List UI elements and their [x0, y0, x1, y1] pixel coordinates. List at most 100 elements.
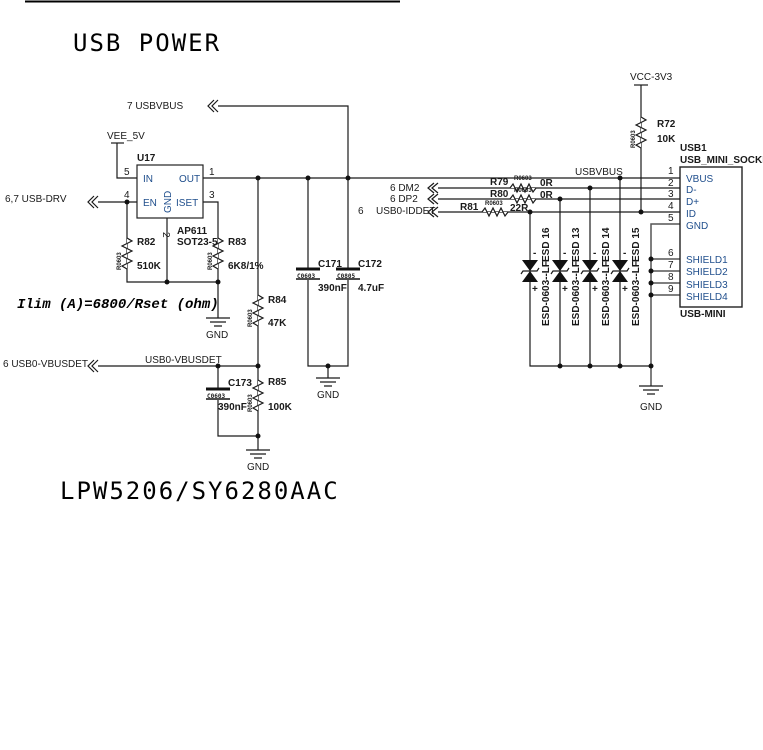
svg-text:R82: R82 [137, 237, 156, 248]
ground-icon [639, 385, 663, 395]
svg-text:4.7uF: 4.7uF [358, 283, 384, 294]
svg-text:R0603: R0603 [208, 252, 214, 270]
svg-text:SHIELD2: SHIELD2 [686, 267, 728, 278]
svg-text:390nF: 390nF [318, 283, 347, 294]
u17-ic: U17 IN OUT EN ISET GND 5 1 4 3 2 AP611 S… [124, 153, 218, 248]
offsheet-arrow-icon [207, 99, 219, 113]
pin-number: 3 [209, 190, 215, 201]
esd-diode-13: ESD 13 ESD-0603--LF - + [550, 227, 582, 326]
net-usb-drv: 6,7 USB-DRV [5, 194, 67, 205]
schematic-subtitle: LPW5206/SY6280AAC [60, 477, 340, 505]
net-vee-5v: VEE_5V [107, 131, 145, 142]
net-vcc-3v3: VCC-3V3 [630, 72, 673, 83]
pin-number: 2 [160, 232, 171, 238]
svg-text:+: + [532, 284, 538, 295]
gnd-label: GND [206, 330, 228, 341]
usb1-ref: USB1 [680, 143, 707, 154]
svg-text:C173: C173 [228, 378, 252, 389]
svg-text:ESD 15: ESD 15 [631, 227, 642, 262]
u17-part: AP611 [177, 226, 207, 237]
svg-text:SHIELD1: SHIELD1 [686, 255, 728, 266]
pin-gnd: GND [163, 191, 174, 213]
resistor-r79: R79 R0603 0R [490, 176, 554, 194]
gnd-label: GND [317, 390, 339, 401]
svg-text:7: 7 [668, 260, 674, 271]
pin-number: 1 [209, 167, 215, 178]
svg-text:-: - [593, 248, 596, 259]
svg-text:R83: R83 [228, 237, 247, 248]
ground-icon [316, 377, 340, 387]
svg-text:D+: D+ [686, 197, 699, 208]
svg-text:R0603: R0603 [248, 394, 254, 412]
svg-text:4: 4 [668, 201, 674, 212]
offsheet-arrow-icon [87, 195, 99, 209]
resistor-r85: R0603 R85 100K [248, 377, 293, 413]
svg-text:ESD 16: ESD 16 [541, 227, 552, 262]
resistor-r80: R80 R0603 0R [490, 188, 554, 205]
u17-package: SOT23-5 [177, 237, 218, 248]
junctions [124, 175, 654, 439]
svg-text:+: + [592, 284, 598, 295]
capacitor-c171: C171 C0603 390nF [296, 259, 347, 294]
u17-ref: U17 [137, 153, 156, 164]
net-usb0-vbusdet-port: 6 USB0-VBUSDET [3, 359, 88, 370]
pin-iset: ISET [176, 198, 198, 209]
resistor-r82: R0603 R82 510K [117, 237, 162, 272]
svg-text:R84: R84 [268, 295, 287, 306]
svg-text:ESD 14: ESD 14 [601, 227, 612, 262]
svg-text:-: - [563, 248, 566, 259]
svg-text:ID: ID [686, 209, 696, 220]
svg-text:R79: R79 [490, 177, 509, 188]
svg-text:1: 1 [668, 166, 674, 177]
svg-text:ESD 13: ESD 13 [571, 227, 582, 262]
gnd-label: GND [247, 462, 269, 473]
resistor-r81: R81 R0603 22R [460, 201, 529, 218]
current-limit-formula: Ilim (A)=6800/Rset (ohm) [17, 297, 219, 313]
svg-text:C0603: C0603 [297, 273, 315, 280]
esd-diode-14: ESD 14 ESD-0603--LF - + [580, 227, 612, 326]
svg-text:5: 5 [668, 213, 674, 224]
svg-text:6K8/1%: 6K8/1% [228, 261, 264, 272]
wires [98, 85, 680, 450]
svg-text:390nF: 390nF [218, 402, 247, 413]
capacitor-c173: C173 C0603 390nF [206, 378, 252, 413]
offsheet-arrow-icon [427, 182, 439, 194]
pin-number: 5 [124, 167, 130, 178]
svg-text:R85: R85 [268, 377, 287, 388]
svg-text:R0603: R0603 [631, 130, 637, 148]
offsheet-arrow-icons [87, 99, 439, 373]
svg-text:R0603: R0603 [117, 252, 123, 270]
svg-text:ESD-0603--LF: ESD-0603--LF [631, 261, 642, 326]
svg-text:6: 6 [668, 248, 674, 259]
svg-text:GND: GND [686, 221, 708, 232]
svg-text:22R: 22R [510, 203, 529, 214]
svg-text:-: - [623, 248, 626, 259]
svg-text:R72: R72 [657, 119, 676, 130]
svg-text:R0603: R0603 [514, 176, 532, 182]
esd-diode-15: ESD 15 ESD-0603--LF - + [610, 227, 642, 326]
svg-text:+: + [562, 284, 568, 295]
net-usbvbus: USBVBUS [575, 167, 623, 178]
svg-text:R0603: R0603 [485, 201, 503, 207]
pin-out: OUT [179, 174, 200, 185]
offsheet-arrow-icon [427, 193, 439, 205]
resistor-r83: R0603 R83 6K8/1% [208, 237, 264, 272]
svg-text:ESD-0603--LF: ESD-0603--LF [571, 261, 582, 326]
svg-text:10K: 10K [657, 134, 676, 145]
pin-en: EN [143, 198, 157, 209]
svg-text:R80: R80 [490, 189, 509, 200]
esd-diode-16: ESD 16 ESD-0603--LF -+ [520, 227, 552, 326]
net-usbvbus-port: 7 USBVBUS [127, 101, 183, 112]
net-usb0-vbusdet: USB0-VBUSDET [145, 355, 222, 366]
usb1-footprint: USB-MINI [680, 309, 726, 320]
offsheet-arrow-icon [87, 359, 99, 373]
offsheet-arrow-icon [427, 206, 439, 218]
svg-text:ESD-0603--LF: ESD-0603--LF [601, 261, 612, 326]
svg-text:0R: 0R [540, 178, 554, 189]
svg-text:+: + [622, 284, 628, 295]
resistor-r72: R0603 R72 10K [631, 116, 676, 149]
gnd-label: GND [640, 402, 662, 413]
svg-text:3: 3 [668, 189, 674, 200]
svg-text:C0805: C0805 [337, 273, 355, 280]
